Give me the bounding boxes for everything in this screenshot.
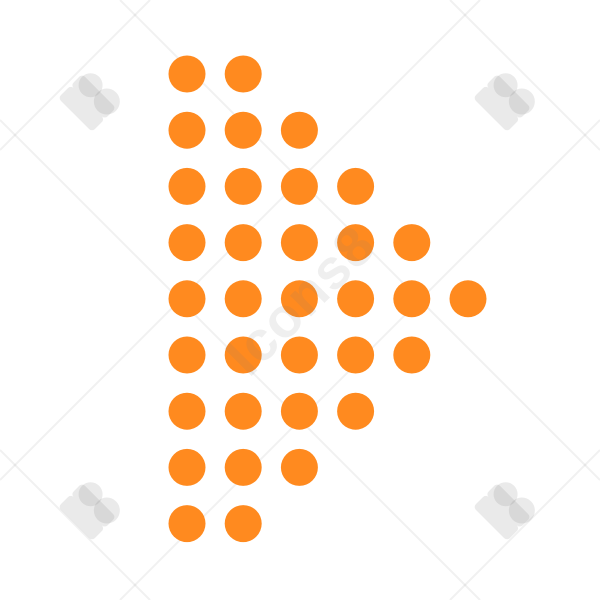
arrow-dot bbox=[280, 448, 318, 486]
arrow-dot bbox=[168, 392, 206, 430]
arrow-dot bbox=[449, 280, 487, 318]
arrow-dot bbox=[224, 111, 262, 149]
watermark-logo-icon bbox=[59, 73, 120, 131]
watermark-logo-part bbox=[93, 497, 120, 524]
arrow-dot bbox=[224, 55, 262, 93]
watermark-logo-part bbox=[487, 484, 530, 527]
watermark-logo-part bbox=[508, 497, 535, 524]
watermark-logo-part bbox=[474, 495, 519, 540]
arrow-dot bbox=[280, 280, 318, 318]
arrow-dot bbox=[337, 336, 375, 374]
arrow-dot bbox=[393, 336, 431, 374]
watermark-line bbox=[0, 449, 151, 600]
arrow-dot bbox=[337, 167, 375, 205]
arrow-dot bbox=[168, 448, 206, 486]
watermark-logo-part bbox=[474, 86, 519, 131]
arrow-dot bbox=[280, 224, 318, 262]
watermark-logo-icon bbox=[59, 482, 120, 540]
watermark-logo-icon bbox=[474, 482, 535, 540]
arrow-dot bbox=[280, 392, 318, 430]
arrow-dot bbox=[280, 336, 318, 374]
watermark-logo-part bbox=[78, 482, 103, 507]
watermark-logo-part bbox=[493, 482, 518, 507]
watermark-logo-part bbox=[59, 495, 104, 540]
arrow-dot bbox=[337, 224, 375, 262]
watermark-logo-part bbox=[508, 88, 535, 115]
dotted-arrow-right-icon bbox=[168, 55, 487, 543]
watermark-logo-part bbox=[78, 73, 103, 98]
arrow-dot bbox=[168, 55, 206, 93]
arrow-dot bbox=[280, 111, 318, 149]
watermark-logos bbox=[59, 73, 535, 540]
arrow-dot bbox=[224, 167, 262, 205]
watermark-logo-part bbox=[493, 73, 518, 98]
watermark-line bbox=[449, 0, 600, 151]
watermark-logo-part bbox=[72, 484, 115, 527]
arrow-dot bbox=[168, 280, 206, 318]
arrow-dot bbox=[168, 505, 206, 543]
arrow-dot bbox=[280, 167, 318, 205]
arrow-dot bbox=[224, 336, 262, 374]
arrow-dot bbox=[224, 392, 262, 430]
watermark-line bbox=[449, 449, 600, 600]
arrow-dot bbox=[224, 448, 262, 486]
arrow-dot bbox=[337, 392, 375, 430]
watermark-logo-part bbox=[93, 88, 120, 115]
arrow-dot bbox=[224, 280, 262, 318]
arrow-dot bbox=[168, 111, 206, 149]
arrow-dot bbox=[168, 336, 206, 374]
watermark-logo-part bbox=[59, 86, 104, 131]
watermark-logo-icon bbox=[474, 73, 535, 131]
arrow-dot bbox=[393, 280, 431, 318]
arrow-dot bbox=[224, 505, 262, 543]
watermark-logo-part bbox=[487, 75, 530, 118]
arrow-dot bbox=[168, 167, 206, 205]
arrow-dot bbox=[224, 224, 262, 262]
arrow-dot bbox=[393, 224, 431, 262]
watermark-line bbox=[0, 0, 151, 151]
watermark-logo-part bbox=[72, 75, 115, 118]
arrow-dot bbox=[168, 224, 206, 262]
arrow-dot bbox=[337, 280, 375, 318]
